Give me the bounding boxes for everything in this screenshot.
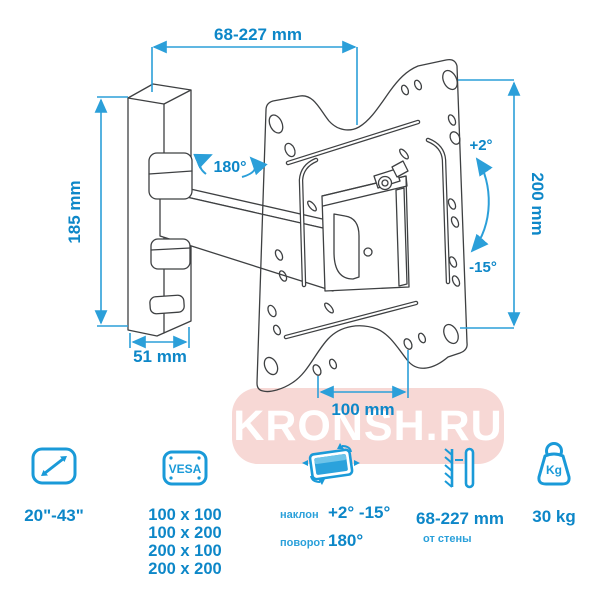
hinge	[148, 152, 193, 315]
vesa-icon-label: VESA	[169, 462, 202, 476]
bracket-drawing	[127, 58, 468, 393]
mount-technical-drawing: 68-227 mm 185 mm 51 mm 200 mm 100 mm 180…	[65, 25, 547, 419]
vesa-size: 100 x 100	[148, 506, 222, 524]
tilt-mechanism	[321, 160, 410, 292]
dimension-annotations: 68-227 mm 185 mm 51 mm 200 mm 100 mm 180…	[65, 25, 547, 419]
swivel-value: 180°	[328, 531, 364, 550]
plate-rails	[283, 119, 451, 340]
screen-size-value: 20"-43"	[24, 506, 84, 525]
swivel-angle-label: 180°	[213, 159, 246, 176]
dim-top-label: 68-227 mm	[214, 25, 302, 44]
swivel-label: поворот	[280, 537, 326, 549]
tilt-arc	[470, 157, 493, 253]
weight-icon: Kg	[512, 441, 596, 487]
spec-angles: наклон +2° -15° поворот 180°	[268, 441, 394, 559]
swivel-arrows	[193, 153, 268, 178]
spec-vesa: VESA 100 x 100 100 x 200 200 x 100 200 x…	[138, 450, 232, 578]
vesa-size: 200 x 200	[148, 560, 222, 578]
weight-icon-label: Kg	[546, 463, 562, 477]
spec-wall-distance: 68-227 mm от стены	[416, 446, 504, 545]
watermark-badge: KRONSH.RU	[232, 388, 504, 464]
tilt-up-label: +2°	[469, 137, 492, 154]
dim-left-label: 185 mm	[65, 180, 84, 243]
vesa-size: 200 x 100	[148, 542, 222, 560]
screen-diagonal-icon	[14, 447, 94, 485]
tilt-screen-icon	[268, 441, 394, 487]
spec-weight: Kg 30 kg	[512, 441, 596, 527]
watermark-text: KRONSH.RU	[233, 401, 503, 450]
tilt-value: +2° -15°	[328, 503, 391, 522]
dim-100-label: 100 mm	[331, 400, 394, 419]
dim-right-label: 200 mm	[528, 172, 547, 235]
tilt-label: наклон	[280, 509, 319, 521]
tilt-down-label: -15°	[469, 259, 497, 276]
vesa-plate	[256, 58, 468, 393]
swivel-arm	[159, 182, 341, 292]
wall-distance-value: 68-227 mm	[416, 509, 504, 528]
wall-distance-sublabel: от стены	[423, 533, 472, 545]
spec-screen-size: 20"-43"	[14, 447, 94, 526]
weight-value: 30 kg	[532, 507, 576, 526]
wall-distance-icon	[416, 446, 504, 490]
vesa-icon: VESA	[138, 450, 232, 486]
dim-51-label: 51 mm	[133, 347, 187, 366]
vesa-size: 100 x 200	[148, 524, 222, 542]
